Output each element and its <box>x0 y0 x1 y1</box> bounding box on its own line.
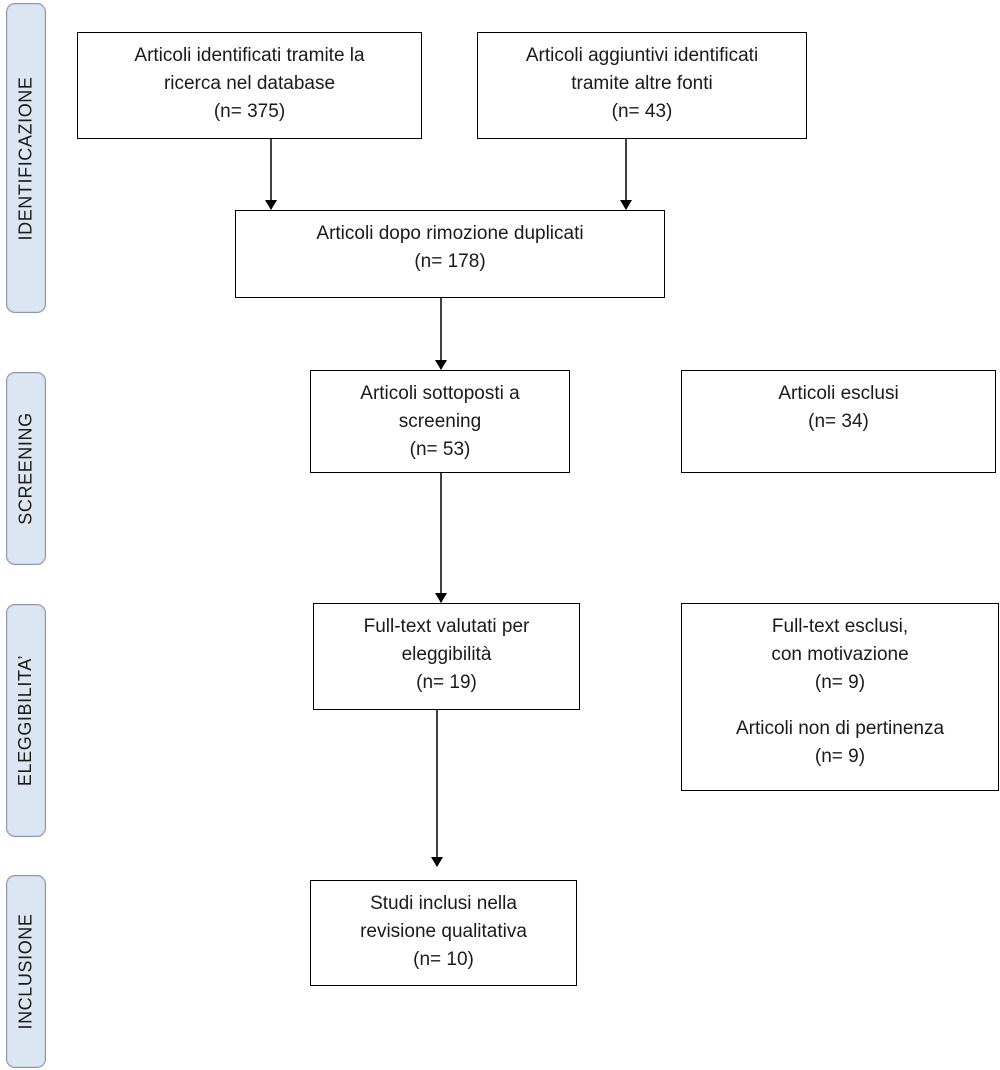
box-fulltext-assessed-line1: Full-text valutati per <box>363 616 530 637</box>
box-fulltext-excluded-line2: con motivazione <box>771 644 909 665</box>
stage-inclusion: INCLUSIONE <box>6 875 46 1068</box>
box-excluded-line1: Articoli esclusi <box>778 383 899 404</box>
stage-identification: IDENTIFICAZIONE <box>6 3 46 313</box>
box-screened: Articoli sottoposti a screening (n= 53) <box>310 370 570 473</box>
box-fulltext-excluded-count2: (n= 9) <box>814 746 866 767</box>
box-other-sources-line1: Articoli aggiuntivi identificati <box>525 45 759 66</box>
box-other-sources-count: (n= 43) <box>611 101 673 122</box>
box-database-records-line1: Articoli identificati tramite la <box>134 45 365 66</box>
box-fulltext-assessed-count: (n= 19) <box>416 672 477 693</box>
box-excluded-count: (n= 34) <box>808 411 869 432</box>
box-excluded: Articoli esclusi (n= 34) <box>681 370 996 473</box>
box-fulltext-excluded-line3: Articoli non di pertinenza <box>735 718 945 739</box>
box-fulltext-excluded-line1: Full-text esclusi, <box>771 616 909 637</box>
box-fulltext-excluded-count: (n= 9) <box>814 672 866 693</box>
box-screened-count: (n= 53) <box>409 439 471 460</box>
box-after-duplicates: Articoli dopo rimozione duplicati (n= 17… <box>235 210 665 298</box>
box-fulltext-assessed: Full-text valutati per eleggibilità (n= … <box>313 603 580 710</box>
box-after-duplicates-count: (n= 178) <box>414 251 486 272</box>
box-other-sources: Articoli aggiuntivi identificati tramite… <box>477 32 807 139</box>
box-fulltext-excluded: Full-text esclusi, con motivazione (n= 9… <box>681 603 999 791</box>
box-included-line1: Studi inclusi nella <box>370 893 517 914</box>
box-other-sources-line2: tramite altre fonti <box>571 73 713 94</box>
box-database-records-line2: ricerca nel database <box>163 73 336 94</box>
stage-eligibility: ELEGGIBILITA’ <box>6 604 46 837</box>
box-database-records-count: (n= 375) <box>213 101 286 122</box>
box-screened-line1: Articoli sottoposti a <box>360 383 520 404</box>
box-database-records: Articoli identificati tramite la ricerca… <box>77 32 422 139</box>
box-fulltext-assessed-line2: eleggibilità <box>401 644 492 665</box>
box-included-line2: revisione qualitativa <box>360 921 527 942</box>
box-after-duplicates-line1: Articoli dopo rimozione duplicati <box>316 223 584 244</box>
box-included: Studi inclusi nella revisione qualitativ… <box>310 880 577 986</box>
stage-screening: SCREENING <box>6 372 46 565</box>
box-included-count: (n= 10) <box>413 949 474 970</box>
box-screened-line2: screening <box>398 411 482 432</box>
